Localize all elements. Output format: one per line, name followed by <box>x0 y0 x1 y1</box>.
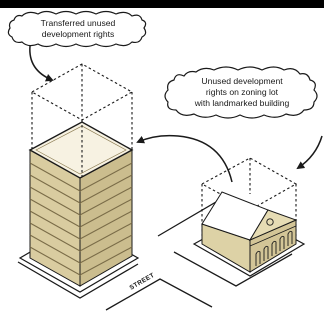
landmarked-building <box>192 191 306 277</box>
tower-roof <box>28 121 134 179</box>
svg-text:Unused development: Unused development <box>201 76 283 86</box>
tower-building <box>18 121 140 293</box>
arrow-to-tower-envelope <box>29 45 54 82</box>
svg-text:Transferred unused: Transferred unused <box>41 18 116 28</box>
callout-transferred: Transferred unused development rights <box>7 10 147 48</box>
top-bar <box>0 0 324 8</box>
svg-text:development rights: development rights <box>42 29 115 39</box>
tower-transferred-envelope <box>30 63 134 178</box>
arrow-transfer <box>136 134 233 183</box>
svg-text:rights on zoning lot: rights on zoning lot <box>206 87 279 97</box>
svg-text:with landmarked building: with landmarked building <box>194 98 290 108</box>
callout-unused: Unused development rights on zoning lot … <box>164 66 318 119</box>
arrow-to-landmark-envelope <box>296 135 323 170</box>
